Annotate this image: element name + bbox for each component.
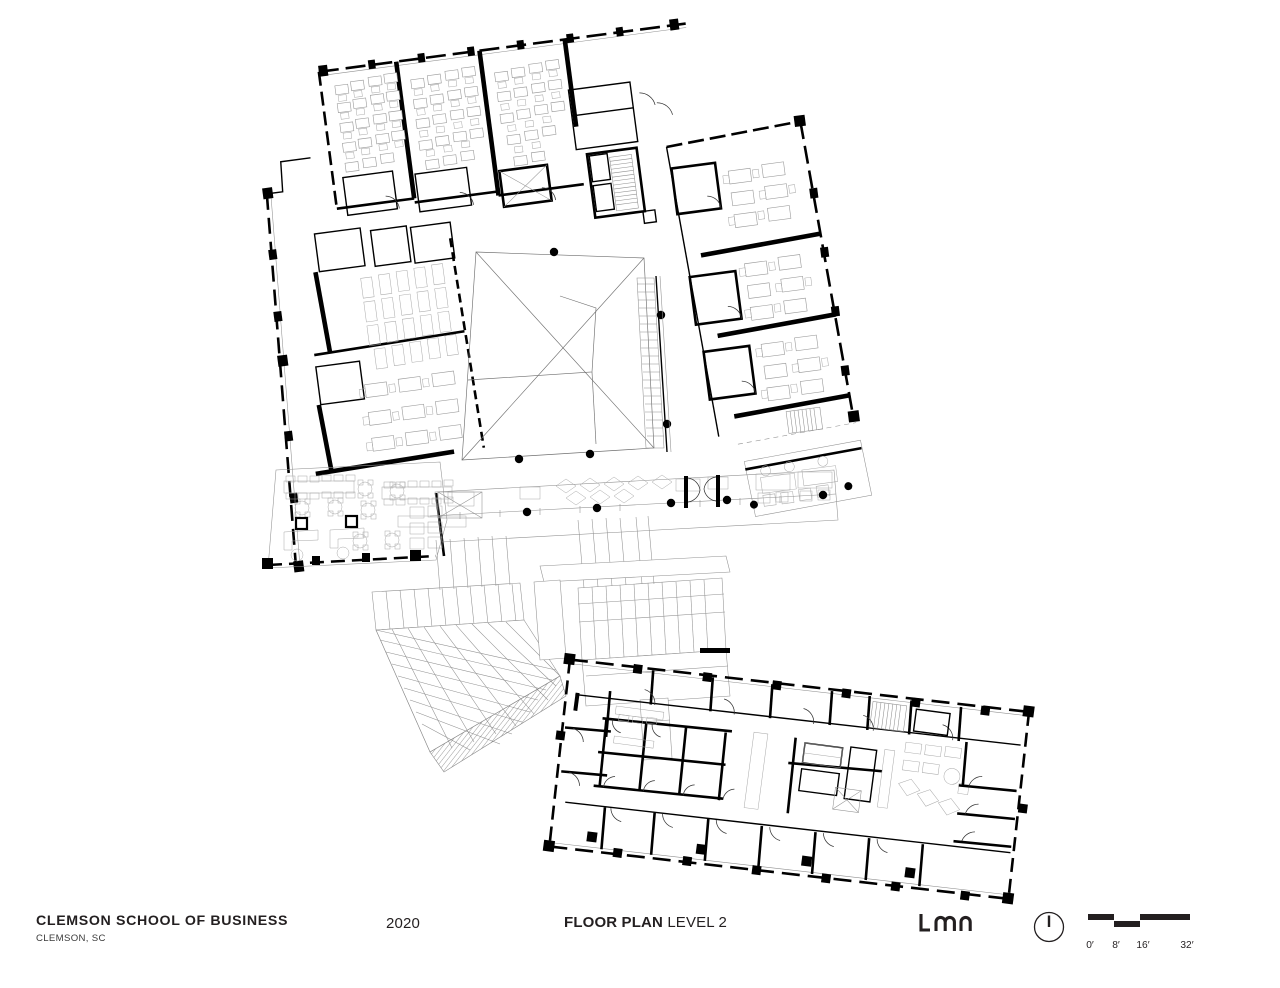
scale-label-8: 8′ (1112, 940, 1120, 951)
core-stairs-elevators (567, 81, 673, 225)
south-wing-lounge (898, 741, 1017, 849)
exterior-curtain-wall-west (262, 187, 305, 573)
north-classroom-wing (317, 18, 687, 217)
scale-bar-icon (1088, 914, 1190, 927)
east-office-bar (665, 114, 873, 517)
south-wing-top-rooms (644, 670, 963, 742)
north-arrow-icon (1033, 911, 1065, 943)
east-terrace (737, 422, 873, 517)
exterior-curtain-wall-east (793, 114, 860, 423)
north-small-offices (342, 163, 556, 217)
sheet-title: FLOOR PLAN LEVEL 2 (564, 914, 727, 931)
project-location: CLEMSON, SC (36, 932, 106, 944)
project-title: CLEMSON SCHOOL OF BUSINESS (36, 913, 289, 929)
central-atrium-void (461, 247, 672, 464)
terrace-plaza-steps (371, 515, 731, 773)
lmn-logo-icon (919, 914, 972, 932)
west-seminar-room (315, 360, 463, 477)
south-office-wing (542, 652, 1035, 905)
project-identity: CLEMSON SCHOOL OF BUSINESS CLEMSON, SC (36, 913, 289, 944)
cafe-round-tables (294, 479, 406, 551)
classroom-c-seating (494, 59, 566, 167)
north-block (262, 18, 873, 573)
cafe-columns (294, 514, 359, 531)
south-wing-left-rooms (561, 690, 612, 786)
bridge-doors (684, 475, 720, 508)
sheet-title-primary: FLOOR PLAN (564, 914, 663, 931)
lecture-seating-grid (360, 263, 459, 370)
central-ramp-stairs (577, 577, 727, 661)
south-wing-bottom-rooms (586, 807, 925, 887)
cafe-lounge (262, 461, 467, 569)
west-classroom-wing (262, 157, 486, 573)
graphic-scale: 0′ 8′ 16′ 32′ (1086, 912, 1194, 954)
south-wing-offices (593, 705, 735, 801)
elevator-room (497, 163, 554, 209)
core-stair-run (609, 154, 639, 212)
cafe-lounge-seating (283, 505, 443, 562)
mezzanine-bridge (429, 469, 839, 543)
south-wing-core (743, 731, 896, 814)
atrium-grand-stair (636, 275, 672, 453)
scale-label-0: 0′ (1086, 940, 1094, 951)
scale-label-16: 16′ (1136, 940, 1150, 951)
classroom-a-seating (334, 72, 406, 173)
scale-label-32: 32′ (1180, 940, 1194, 951)
exterior-curtain-wall-north (318, 18, 687, 77)
title-block: CLEMSON SCHOOL OF BUSINESS CLEMSON, SC 2… (0, 900, 1280, 988)
project-year: 2020 (386, 915, 420, 932)
east-bar-stair (785, 406, 823, 434)
exterior-walls-south (542, 652, 1035, 905)
sheet-title-secondary: LEVEL 2 (663, 914, 728, 931)
classroom-b-seating (410, 66, 485, 170)
north-arrow (1032, 910, 1066, 949)
scale-bar-labels: 0′ 8′ 16′ 32′ (1086, 940, 1194, 954)
east-bar-meeting-rooms (669, 161, 757, 401)
firm-logo (918, 908, 980, 945)
east-bar-workstations (722, 161, 829, 402)
